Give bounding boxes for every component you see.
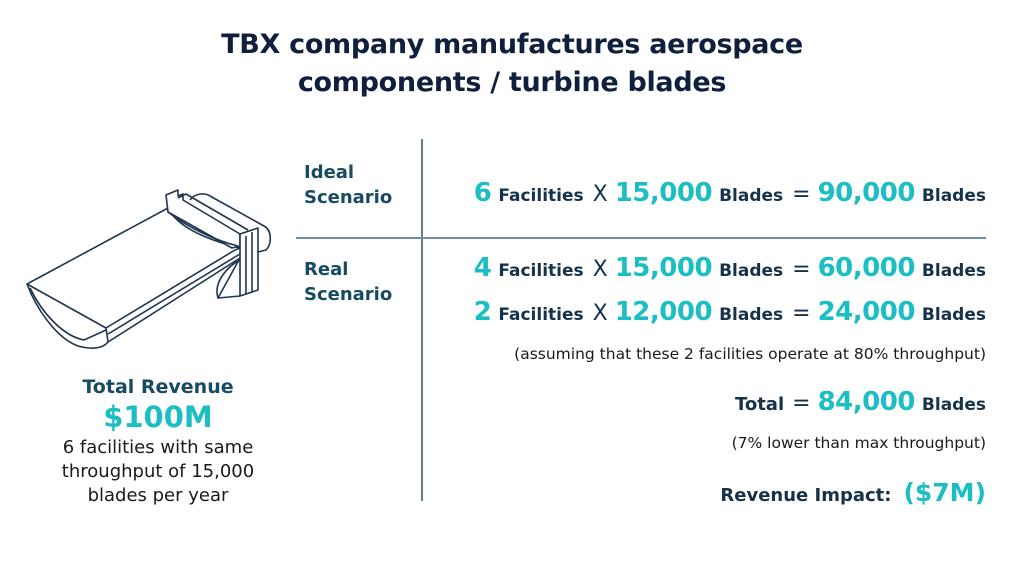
facility-unit: Facilities: [498, 261, 584, 281]
blades-per-facility: 15,000: [614, 178, 713, 208]
throughput-assumption-note: (assuming that these 2 facilities operat…: [514, 345, 986, 363]
blades-unit: Blades: [719, 261, 784, 281]
result-unit: Blades: [921, 261, 986, 281]
equals-operator: =: [792, 182, 811, 207]
revenue-impact: Revenue Impact: ($7M): [720, 478, 986, 507]
equals-operator: =: [792, 257, 811, 282]
blades-unit: Blades: [719, 186, 784, 206]
real-label-line-1: Real: [304, 259, 349, 280]
result-unit: Blades: [921, 305, 986, 325]
equals-operator: =: [792, 391, 811, 416]
horizontal-divider: [296, 237, 986, 239]
facility-unit: Facilities: [498, 186, 584, 206]
total-unit: Blades: [921, 395, 986, 415]
times-operator: X: [592, 182, 608, 207]
total-revenue-block: Total Revenue $100M 6 facilities with sa…: [30, 374, 286, 508]
total-revenue-description: 6 facilities with same throughput of 15,…: [30, 436, 286, 508]
ideal-label-line-2: Scenario: [304, 187, 393, 208]
page-title: TBX company manufactures aerospace compo…: [0, 26, 1024, 102]
result-blades: 90,000: [817, 178, 916, 208]
ideal-equation: 6 Facilities X 15,000 Blades = 90,000 Bl…: [474, 178, 986, 208]
total-label: Total: [734, 394, 785, 415]
revenue-impact-label: Revenue Impact:: [720, 485, 892, 506]
desc-line-3: blades per year: [87, 485, 229, 506]
result-unit: Blades: [921, 186, 986, 206]
real-equation-2: 2 Facilities X 12,000 Blades = 24,000 Bl…: [474, 297, 986, 327]
title-line-1: TBX company manufactures aerospace: [221, 29, 803, 60]
times-operator: X: [592, 301, 608, 326]
real-equation-1: 4 Facilities X 15,000 Blades = 60,000 Bl…: [474, 253, 986, 283]
real-label-line-2: Scenario: [304, 284, 393, 305]
vertical-divider: [421, 139, 423, 501]
ideal-scenario-label: Ideal Scenario: [304, 160, 392, 210]
real-scenario-label: Real Scenario: [304, 257, 392, 307]
ideal-label-line-1: Ideal: [304, 162, 355, 183]
facility-count: 6: [473, 178, 492, 208]
throughput-drop-note: (7% lower than max throughput): [731, 434, 986, 452]
result-blades: 24,000: [817, 297, 916, 327]
desc-line-1: 6 facilities with same: [62, 437, 254, 458]
blades-per-facility: 15,000: [614, 253, 713, 283]
facility-count: 2: [473, 297, 492, 327]
desc-line-2: throughput of 15,000: [61, 461, 255, 482]
title-line-2: components / turbine blades: [297, 67, 727, 98]
total-blades: 84,000: [817, 387, 916, 417]
result-blades: 60,000: [817, 253, 916, 283]
total-equation: Total = 84,000 Blades: [735, 387, 986, 417]
times-operator: X: [592, 257, 608, 282]
total-revenue-label: Total Revenue: [82, 376, 234, 398]
revenue-impact-value: ($7M): [903, 478, 986, 507]
facility-count: 4: [473, 253, 492, 283]
total-revenue-value: $100M: [103, 400, 213, 434]
turbine-blade-icon: [26, 189, 272, 349]
facility-unit: Facilities: [498, 305, 584, 325]
blades-unit: Blades: [719, 305, 784, 325]
blades-per-facility: 12,000: [614, 297, 713, 327]
equals-operator: =: [792, 301, 811, 326]
